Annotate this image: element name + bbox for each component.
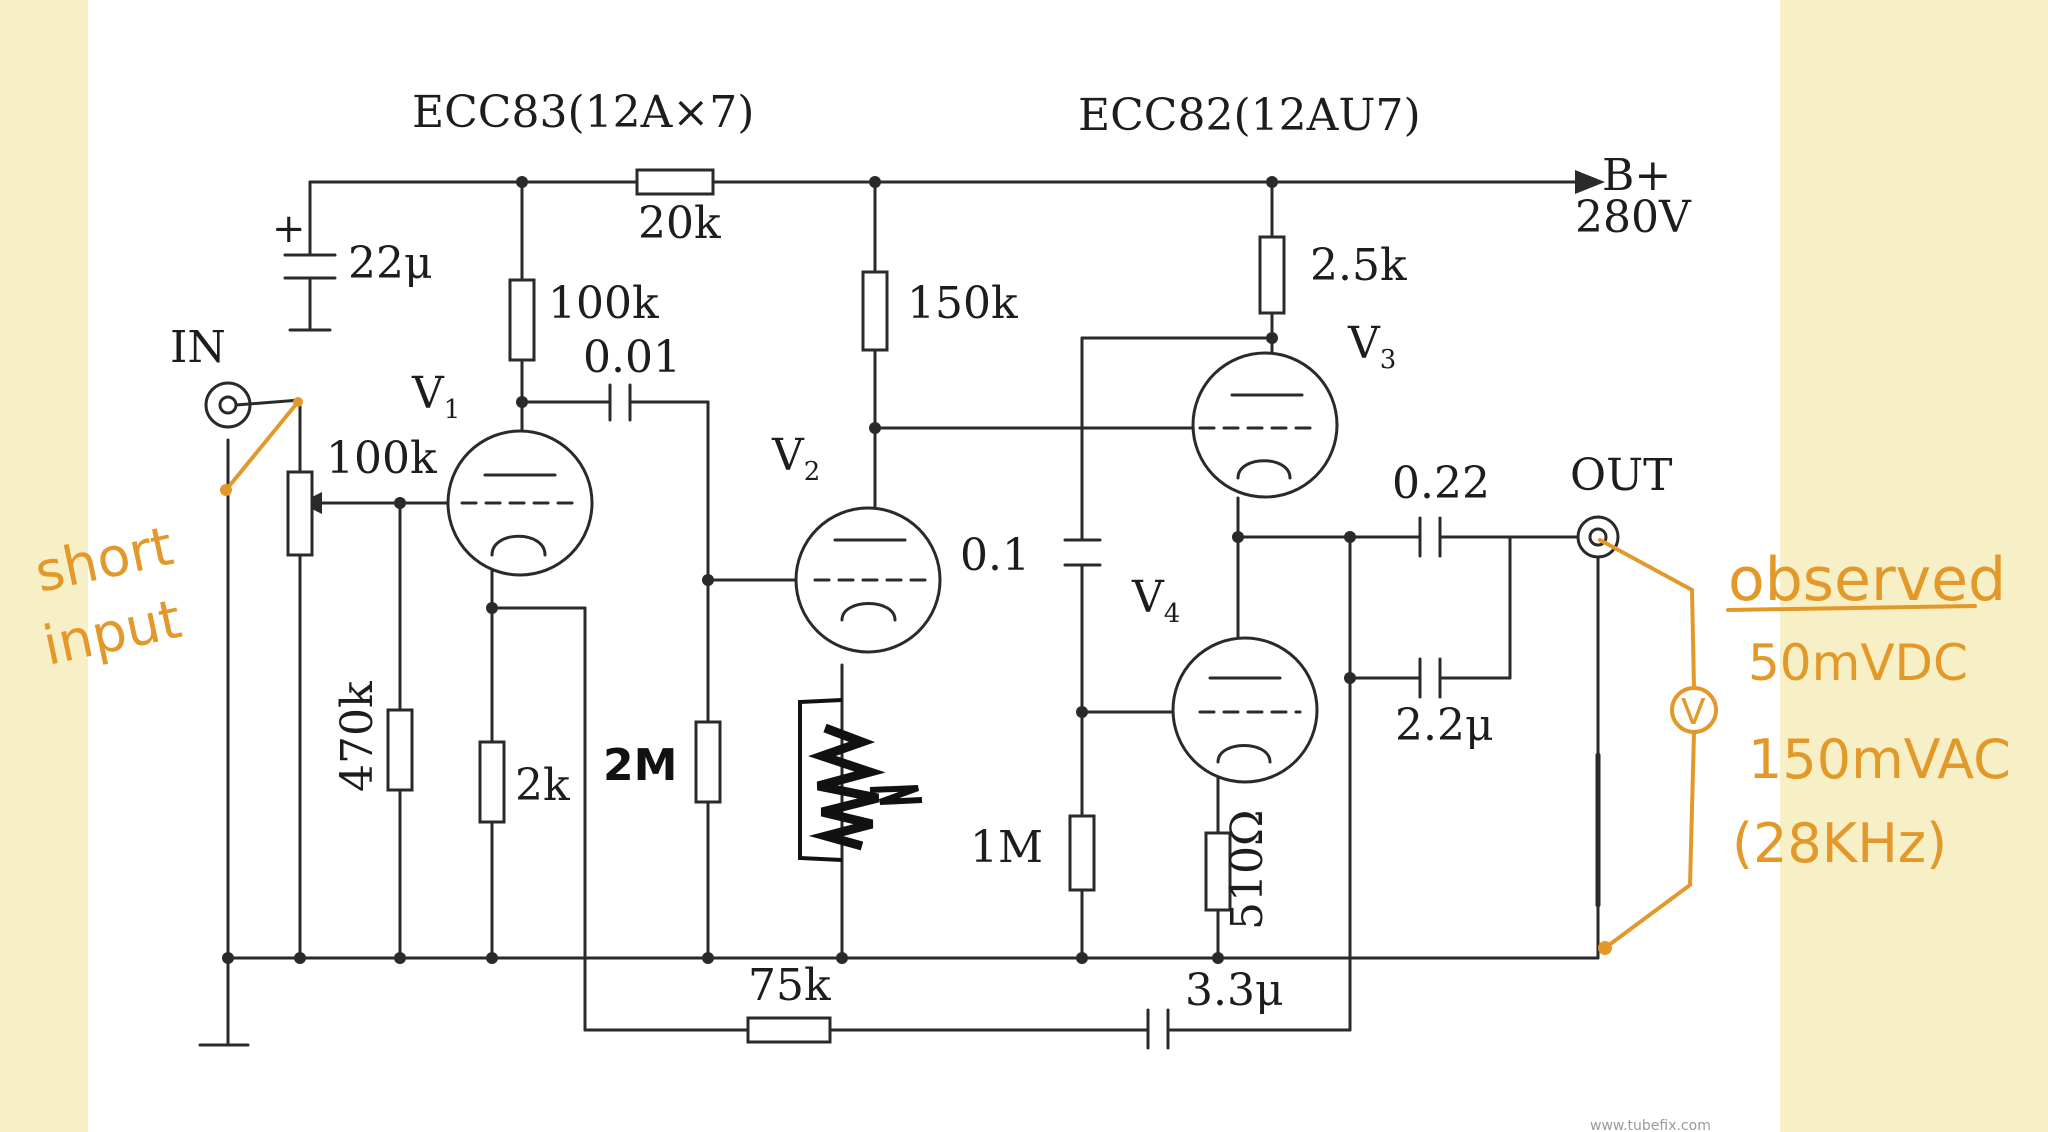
resistor-150k — [861, 270, 889, 352]
observed-heading: observed — [1728, 545, 2006, 615]
voltmeter-icon: V — [1670, 686, 1718, 734]
potentiometer-100k — [286, 470, 314, 557]
plate-resistor-v2-label: 150k — [907, 278, 1018, 329]
tube-v1-label: V1 — [411, 368, 460, 425]
output-jack — [1576, 515, 1620, 559]
observed-dc-reading: 50mVDC — [1748, 634, 1968, 692]
observed-frequency: (28KHz) — [1732, 812, 1947, 875]
tube-v2 — [794, 506, 942, 654]
cathode-v1-label: 2k — [515, 760, 570, 811]
tube-v3 — [1191, 351, 1339, 499]
output-label: OUT — [1570, 450, 1673, 501]
supply-voltage-label: 280V — [1575, 192, 1692, 243]
observed-ac-reading: 150mVAC — [1748, 728, 2011, 791]
tube-v2-label: V2 — [771, 430, 820, 487]
resistor-75k — [746, 1016, 832, 1044]
resistor-470k — [386, 708, 414, 792]
output-cap-1-label: 0.22 — [1392, 458, 1490, 509]
resistor-20k — [635, 168, 715, 196]
b-plus-label: B+ — [1602, 150, 1671, 201]
voltmeter-leads — [1598, 538, 1696, 955]
plate-resistor-v1-label: 100k — [548, 278, 659, 329]
input-jack — [204, 381, 302, 429]
tube-v4-label: V4 — [1131, 572, 1180, 629]
output-cap-2-label: 2.2μ — [1395, 700, 1494, 751]
tube-v1 — [446, 429, 594, 577]
capacitors — [283, 253, 1442, 1050]
coupling-cap-2-label: 0.1 — [960, 530, 1030, 581]
feedback-cap-label: 3.3μ — [1185, 965, 1284, 1016]
watermark: www.tubefix.com — [1590, 1118, 1711, 1132]
svg-text:V: V — [1681, 692, 1706, 733]
tube-type-ecc83: ECC83(12A×7) — [412, 87, 754, 138]
feedback-resistor-label: 75k — [748, 960, 831, 1011]
tube-v3-label: V3 — [1347, 318, 1396, 375]
resistor-2m — [694, 720, 722, 804]
resistor-100k-plate-v1 — [508, 278, 536, 362]
input-label: IN — [170, 322, 226, 373]
resistors — [286, 168, 1286, 1044]
tube-v4 — [1171, 636, 1319, 784]
resistor-510 — [1204, 831, 1232, 912]
wiring — [198, 170, 1605, 1047]
filter-cap-label: 22μ — [348, 238, 433, 289]
plate-resistor-v3-label: 2.5k — [1310, 240, 1407, 291]
observed-underline — [1726, 604, 1977, 612]
coupling-cap-1-label: 0.01 — [583, 332, 681, 383]
short-input-wire — [220, 397, 303, 496]
cap-polarity-mark: + — [272, 206, 306, 252]
resistor-2-5k — [1258, 235, 1286, 315]
resistor-1m — [1068, 814, 1096, 892]
pot-label: 100k — [326, 433, 437, 484]
grid-v2-label: 2M — [603, 740, 677, 791]
grid-leak-label: 470k — [332, 681, 383, 792]
junctions — [222, 176, 1356, 964]
scribble-mark — [798, 698, 923, 862]
tube-type-ecc82: ECC82(12AU7) — [1078, 90, 1421, 141]
resistor-2k — [478, 740, 506, 824]
cathode-v4-label: 510Ω — [1222, 810, 1273, 930]
grid-v4-label: 1M — [970, 822, 1043, 873]
drop-resistor-label: 20k — [638, 198, 721, 249]
